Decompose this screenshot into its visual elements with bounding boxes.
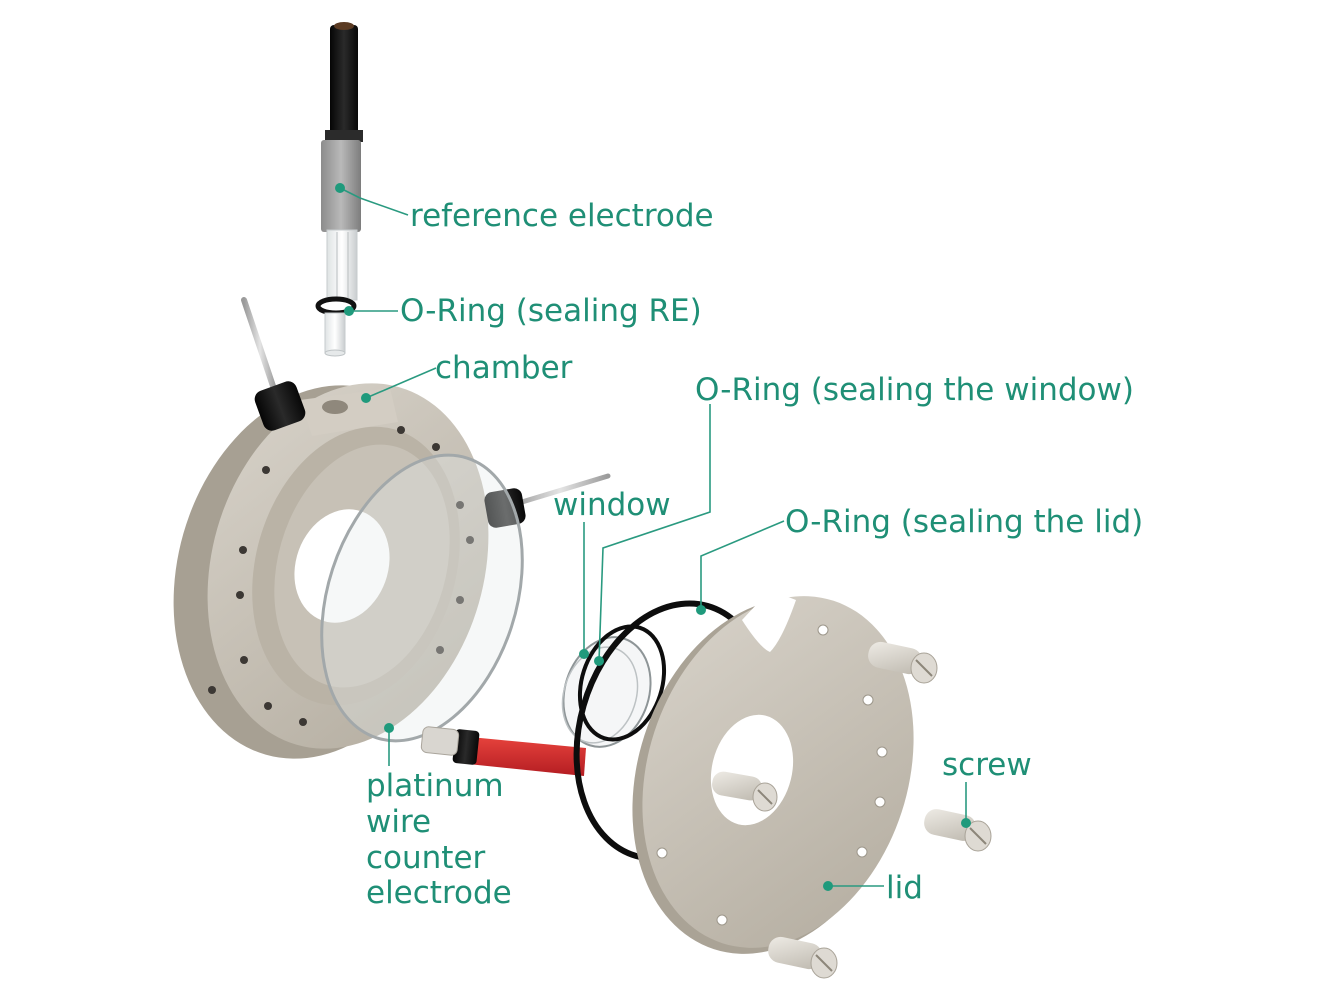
oring-re-part (315, 296, 357, 357)
counter-electrode-line-1: platinum (366, 768, 504, 804)
screw-label: screw (942, 747, 1032, 783)
oring-re-label: O-Ring (sealing RE) (400, 293, 702, 329)
oring-window-part (577, 624, 667, 742)
counter-electrode-label: platinum wire counter electrode (366, 768, 513, 911)
window-label: window (553, 487, 671, 523)
counter-electrode-line-2: wire (366, 804, 431, 840)
lid-label: lid (886, 870, 923, 906)
oring-lid-label: O-Ring (sealing the lid) (785, 504, 1143, 540)
counter-electrode-line-4: electrode (366, 875, 512, 911)
chamber-label: chamber (435, 350, 573, 386)
chamber-part (173, 297, 611, 759)
counter-electrode-part (420, 726, 586, 776)
lid-part (632, 590, 938, 979)
oring-window-label: O-Ring (sealing the window) (695, 372, 1134, 408)
reference-electrode (321, 22, 363, 301)
leader-lines (335, 183, 971, 891)
reference-electrode-label: reference electrode (410, 198, 714, 234)
counter-electrode-line-3: counter (366, 840, 486, 876)
screw-part (924, 809, 992, 852)
